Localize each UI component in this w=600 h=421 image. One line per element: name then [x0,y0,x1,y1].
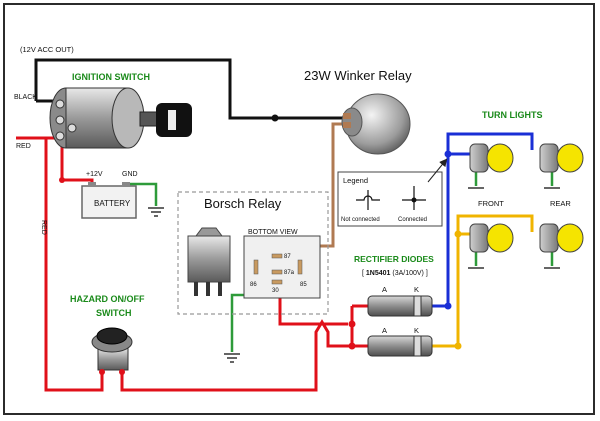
diode-spec-label: [ 1N5401 (3A/100V) ] [362,270,428,277]
legend-title: Legend [343,176,368,185]
borsch-relay-box [177,191,329,315]
pin-30-label: 30 [272,288,279,294]
hazard-switch [91,327,133,375]
red-junction-1 [59,177,65,183]
anode-label-2: A [382,326,387,335]
turn-lights-label: TURN LIGHTS [482,110,543,120]
legend-box [337,158,448,227]
yellow-junction-1 [454,342,462,350]
lamp-rear-lower [539,223,584,253]
acc-out-label: (12V ACC OUT) [20,45,74,54]
winker-relay [341,93,411,155]
black-wire-junction [271,114,279,122]
ignition-switch [49,87,192,149]
pin-87-label: 87 [284,254,291,260]
legend-not-connected: Not connected [341,217,380,223]
hazard-switch-label-1: HAZARD ON/OFF [70,294,145,304]
yellow-junction-2 [454,230,462,238]
rectifier-diodes-label: RECTIFIER DIODES [354,254,434,264]
pin-85-label: 85 [300,282,307,288]
legend-connected: Connected [398,217,427,223]
anode-label-1: A [382,285,387,294]
lamp-front-upper [469,143,514,173]
cathode-label-2: K [414,326,419,335]
red-wire-label-side: RED [40,220,47,235]
relay-bottom-view [243,235,321,299]
blue-junction-2 [444,150,452,158]
cathode-label-1: K [414,285,419,294]
lamp-rear-upper [539,143,584,173]
front-label: FRONT [478,199,504,208]
pin-86-label: 86 [250,282,257,288]
plus12v-label: +12V [86,171,103,178]
bottom-view-label: BOTTOM VIEW [248,229,298,236]
blue-junction-1 [444,302,452,310]
lamp-front-lower [469,223,514,253]
rear-label: REAR [550,199,571,208]
blue-wire [432,132,534,308]
battery-label: BATTERY [94,199,131,208]
ground-icon [148,187,560,363]
hazard-switch-label-2: SWITCH [96,308,132,318]
borsch-relay-body [187,227,231,296]
winker-relay-label: 23W Winker Relay [304,68,412,83]
diode-2 [367,335,433,357]
gnd-label: GND [122,171,138,178]
red-wire-label-top: RED [16,143,31,150]
black-wire-label: BLACK [14,94,37,101]
borsch-relay-label: Borsch Relay [204,196,282,211]
battery [81,182,137,219]
diode-1 [367,295,433,317]
ignition-switch-label: IGNITION SWITCH [72,72,150,82]
pin-87a-label: 87a [284,270,295,276]
